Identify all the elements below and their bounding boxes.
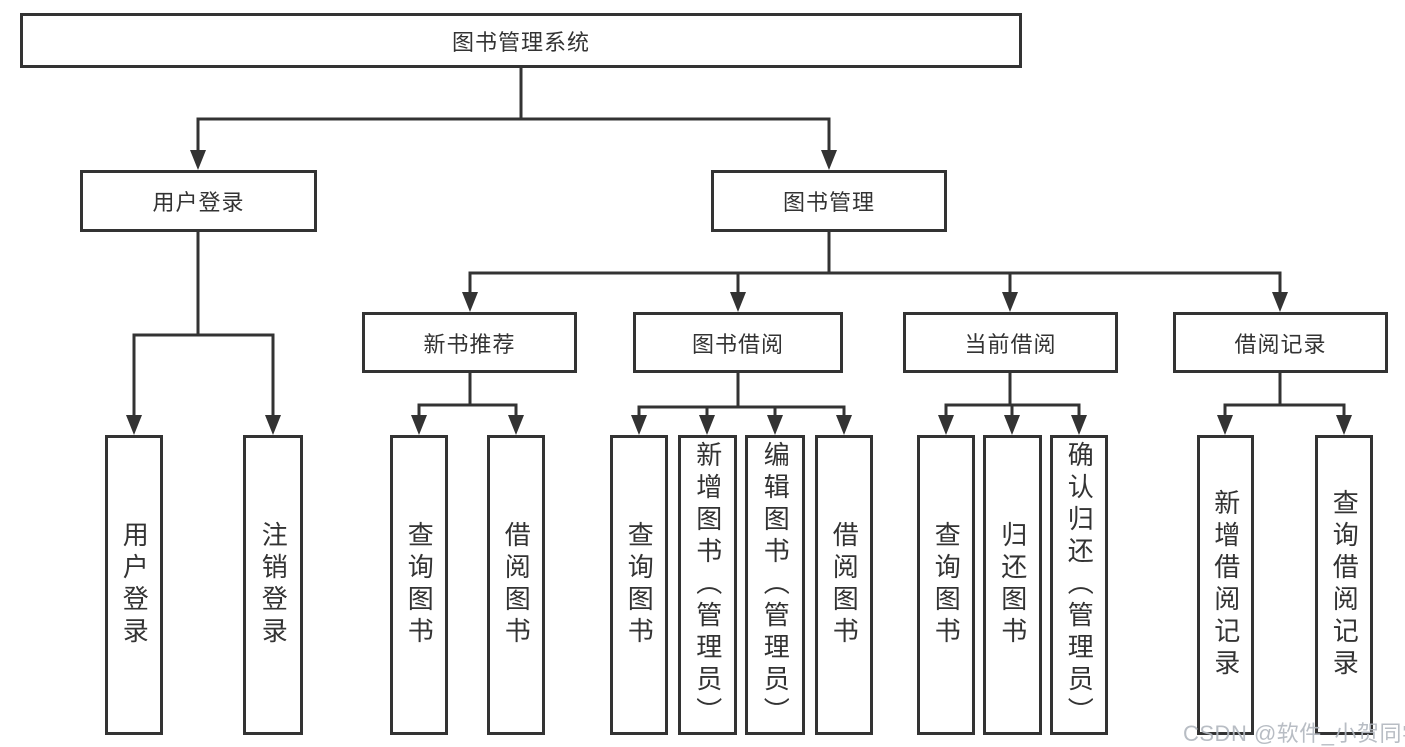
csdn-watermark: CSDN @软件_小贺同学: [1183, 721, 1405, 746]
leaf-user-login: 用户登录: [105, 435, 163, 735]
node-label: 图书管理: [782, 190, 875, 215]
leaf-borrow-books-2: 借阅图书: [815, 435, 873, 735]
node-label: 借阅图书: [501, 521, 532, 649]
node-label: 编辑图书（管理员）: [760, 441, 791, 729]
leaf-borrow-books-1: 借阅图书: [487, 435, 545, 735]
node-label: 借阅记录: [1234, 331, 1327, 357]
node-book-management: 图书管理: [711, 170, 947, 232]
leaf-return-books: 归还图书: [983, 435, 1042, 735]
node-label: 归还图书: [997, 521, 1028, 649]
leaf-query-books-1: 查询图书: [390, 435, 448, 735]
node-library-management-system: 图书管理系统: [20, 13, 1022, 68]
node-label: 新增图书（管理员）: [692, 441, 723, 729]
node-label: 查询借阅记录: [1329, 489, 1360, 681]
node-label: 新书推荐: [423, 331, 516, 357]
node-label: 新增借阅记录: [1210, 489, 1241, 681]
node-borrowing-records: 借阅记录: [1173, 312, 1388, 373]
node-label: 当前借阅: [964, 331, 1057, 357]
node-label: 查询图书: [404, 521, 435, 649]
node-current-borrowing: 当前借阅: [903, 312, 1118, 373]
node-label: 注销登录: [258, 521, 289, 649]
node-label: 用户登录: [152, 190, 245, 215]
leaf-confirm-return-admin: 确认归还（管理员）: [1050, 435, 1108, 735]
node-label: 查询图书: [624, 521, 655, 649]
node-book-borrowing: 图书借阅: [633, 312, 843, 373]
leaf-query-books-2: 查询图书: [610, 435, 668, 735]
leaf-query-borrow-record: 查询借阅记录: [1315, 435, 1373, 735]
node-user-login: 用户登录: [80, 170, 317, 232]
leaf-add-borrow-record: 新增借阅记录: [1197, 435, 1254, 735]
leaf-add-books-admin: 新增图书（管理员）: [678, 435, 737, 735]
node-label: 用户登录: [119, 521, 150, 649]
node-label: 查询图书: [931, 521, 962, 649]
node-label: 图书管理系统: [451, 29, 590, 55]
node-label: 确认归还（管理员）: [1064, 441, 1095, 729]
leaf-query-books-3: 查询图书: [917, 435, 975, 735]
node-label: 图书借阅: [691, 331, 784, 357]
leaf-edit-books-admin: 编辑图书（管理员）: [745, 435, 805, 735]
leaf-logout: 注销登录: [243, 435, 303, 735]
node-new-book-recommendation: 新书推荐: [362, 312, 577, 373]
node-label: 借阅图书: [829, 521, 860, 649]
